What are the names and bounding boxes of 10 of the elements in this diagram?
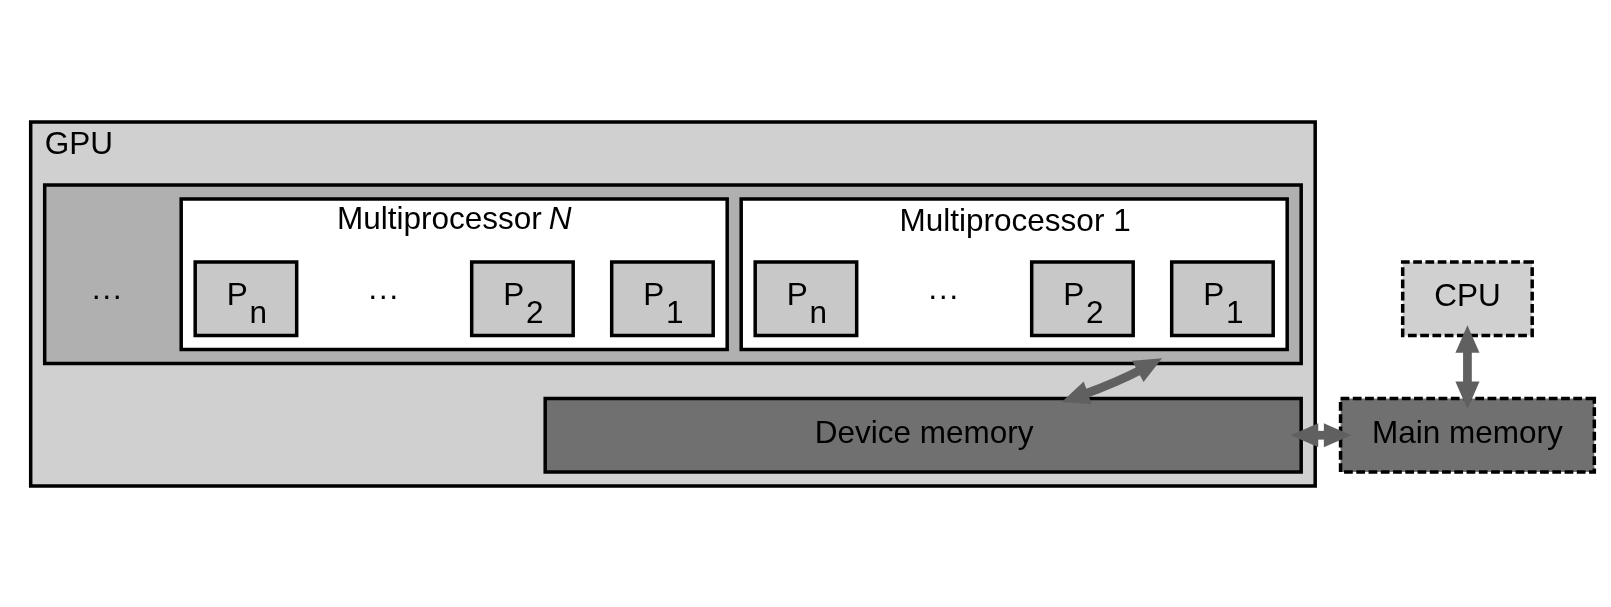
label: ··· [367,276,400,313]
arrow [1290,422,1352,447]
node-box: CPU [1400,259,1534,337]
arrow [1455,324,1480,409]
arrow [1061,357,1163,404]
label: ··· [91,276,123,313]
cluster [42,182,1303,365]
node-box: Device memory [543,396,1303,474]
label: ··· [927,276,960,313]
node-box: Main memory [1338,396,1597,474]
